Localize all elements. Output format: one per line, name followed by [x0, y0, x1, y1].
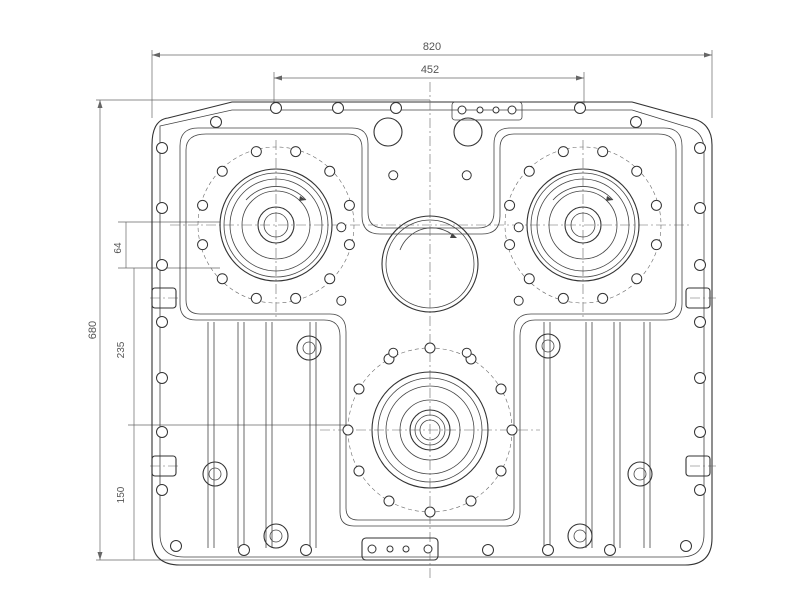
dim-text-680: 680 [87, 321, 99, 339]
flange-bolt-hole [694, 484, 706, 496]
left-hub-bolt-hole [250, 292, 262, 304]
lower-hub-bolt-hole [353, 465, 365, 477]
flange-bolt-hole [332, 102, 344, 114]
housing-outline [151, 101, 713, 566]
center-gear [381, 215, 479, 313]
dim-text-452: 452 [421, 64, 439, 76]
drain-plug-bar [361, 537, 439, 561]
flange-bolt-hole [694, 426, 706, 438]
dimension-overall-height: 680 [87, 99, 430, 561]
dim-text-820: 820 [423, 41, 441, 53]
dim-text-235: 235 [116, 341, 127, 358]
flange-bolt-hole [156, 316, 168, 328]
left-hub-bolt-hole [343, 199, 355, 211]
vertical-ribs [207, 322, 651, 548]
right-hub-bolt-hole [523, 165, 535, 177]
dim-text-150: 150 [116, 486, 127, 503]
flange-bolt-hole [542, 544, 554, 556]
center-gear-bolt-hole [388, 170, 399, 181]
right-hub-bolt-hole [504, 199, 516, 211]
dimension-hub-offset: 64 [113, 221, 220, 269]
flange-bolt-hole [604, 544, 616, 556]
flange-bolt-hole [630, 116, 642, 128]
flange-bolt-hole [156, 259, 168, 271]
flange-bolt-hole [694, 316, 706, 328]
center-gear-bolt-hole [336, 222, 347, 233]
right-hub-bolt-hole [631, 273, 643, 285]
flange-bolt-hole [694, 372, 706, 384]
flange-bolt-hole [156, 426, 168, 438]
right-hub-bolt-hole [523, 273, 535, 285]
flange-bolt-hole [482, 544, 494, 556]
left-hub-bolt-hole [324, 165, 336, 177]
flange-bolt-hole [210, 116, 222, 128]
flange-bolt-hole [170, 540, 182, 552]
dimension-overall-width: 820 [151, 41, 713, 118]
center-lines [150, 82, 716, 580]
center-gear-bolt-hole [461, 347, 472, 358]
dimension-upper-section: 235 [116, 268, 350, 426]
lower-hub-bolt-hole [353, 383, 365, 395]
center-gear-bolt-hole [513, 222, 524, 233]
center-gear-bolt-hole [461, 170, 472, 181]
left-hub-bolt-hole [324, 273, 336, 285]
right-hub-bolt-hole [650, 239, 662, 251]
inner-cavity [179, 127, 683, 527]
lower-hub-bolt-hole [342, 424, 354, 436]
flange-bolt-hole [238, 544, 250, 556]
lower-hub-bolt-hole [495, 383, 507, 395]
flange-bolt-hole [156, 142, 168, 154]
flange-bolt-hole [574, 102, 586, 114]
dimension-lower-section: 150 [116, 425, 135, 560]
lower-hub-bolt-hole [424, 342, 436, 354]
center-gear-bolt-hole [388, 347, 399, 358]
left-bearing-hub [197, 146, 355, 304]
left-hub-bolt-hole [216, 273, 228, 285]
right-hub-bolt-hole [650, 199, 662, 211]
center-gear-bolt-hole [513, 295, 524, 306]
flange-bolt-hole [156, 484, 168, 496]
right-hub-bolt-hole [597, 292, 609, 304]
left-hub-bolt-hole [216, 165, 228, 177]
right-hub-bolt-hole [597, 146, 609, 158]
lower-hub-bolt-hole [506, 424, 518, 436]
center-gear-bolt-hole [336, 295, 347, 306]
right-hub-bolt-hole [504, 239, 516, 251]
left-hub-bolt-hole [197, 239, 209, 251]
lower-hub-bolt-hole [495, 465, 507, 477]
bolt-holes [156, 102, 706, 556]
left-hub-bolt-hole [290, 292, 302, 304]
right-hub-bolt-hole [631, 165, 643, 177]
lower-hub-bolt-hole [465, 495, 477, 507]
top-ports [373, 101, 523, 147]
lower-hub-bolt-hole [424, 506, 436, 518]
flange-bolt-hole [300, 544, 312, 556]
side-plugs [151, 287, 711, 549]
lower-hub-bolt-hole [383, 495, 395, 507]
left-hub-bolt-hole [290, 146, 302, 158]
right-bearing-hub [504, 146, 662, 304]
flange-bolt-hole [694, 202, 706, 214]
dim-text-64: 64 [113, 242, 124, 254]
left-hub-bolt-hole [343, 239, 355, 251]
flange-bolt-hole [680, 540, 692, 552]
right-hub-bolt-hole [557, 146, 569, 158]
flange-bolt-hole [156, 202, 168, 214]
flange-bolt-hole [156, 372, 168, 384]
left-hub-bolt-hole [197, 199, 209, 211]
flange-bolt-hole [694, 259, 706, 271]
flange-bolt-hole [270, 102, 282, 114]
flange-bolt-hole [694, 142, 706, 154]
flange-bolt-hole [390, 102, 402, 114]
dimension-hub-spacing: 452 [273, 64, 585, 110]
right-hub-bolt-hole [557, 292, 569, 304]
left-hub-bolt-hole [250, 146, 262, 158]
